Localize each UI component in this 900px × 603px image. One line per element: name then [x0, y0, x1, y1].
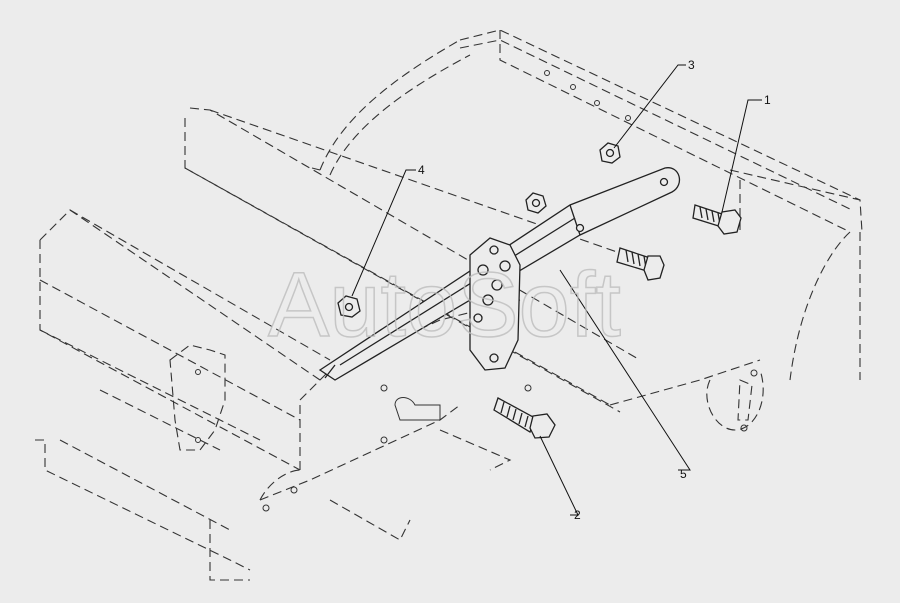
callout-label-3: 3: [688, 58, 695, 72]
callout-label-2: 2: [574, 508, 581, 522]
nut-middle: [525, 192, 547, 214]
bolt-2: [493, 397, 556, 439]
watermark-logo: AutoSoft: [268, 254, 621, 356]
bolt-middle: [616, 247, 665, 281]
nut-3: [599, 142, 621, 164]
bolt-1: [692, 204, 742, 235]
mounting-plate: [469, 237, 521, 371]
callout-leaders: [351, 64, 762, 516]
nut-4: [337, 295, 361, 318]
rear-frame: [184, 29, 863, 431]
front-frame: [35, 209, 521, 581]
frame-holes: [195, 70, 758, 512]
callout-label-1: 1: [764, 93, 771, 107]
callout-label-4: 4: [418, 163, 425, 177]
callout-label-5: 5: [680, 467, 687, 481]
